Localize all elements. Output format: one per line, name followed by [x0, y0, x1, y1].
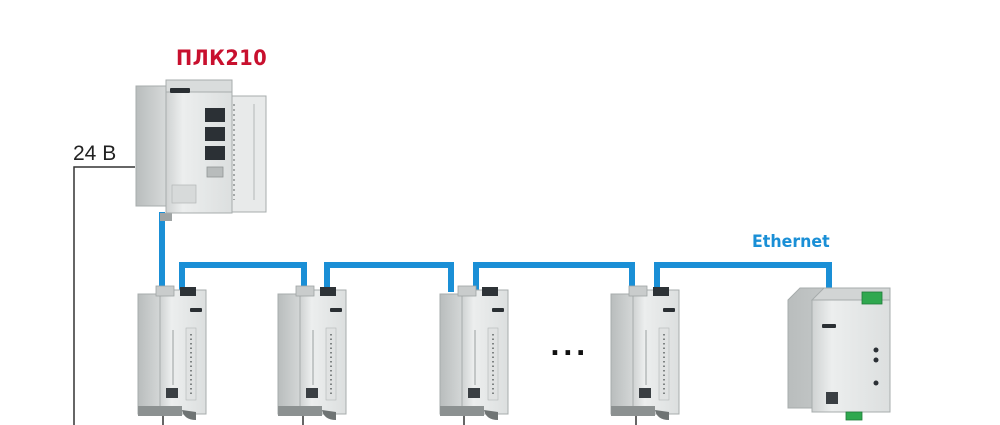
ethernet-label: Ethernet [752, 232, 830, 252]
rj45-port-icon [205, 108, 225, 122]
plc-controller [135, 79, 267, 221]
module-logo-icon [663, 308, 675, 312]
usb-port-icon [206, 166, 224, 178]
module-logo-icon [330, 308, 342, 312]
module-logo-icon [190, 308, 202, 312]
io-module [277, 285, 347, 420]
more-modules-ellipsis: ... [550, 332, 589, 362]
io-module [610, 285, 680, 420]
rj45-port-icon [205, 146, 225, 160]
qr-code-icon [468, 388, 480, 398]
qr-code-icon [826, 392, 838, 404]
plc-logo-icon [170, 88, 190, 93]
rj45-port-icon [205, 127, 225, 141]
plc-label: ПЛК210 [176, 46, 268, 70]
unit-logo-icon [822, 324, 836, 328]
io-module [439, 285, 509, 420]
qr-code-icon [639, 388, 651, 398]
power-supply-unit [787, 287, 891, 421]
module-logo-icon [492, 308, 504, 312]
led-indicator-icon [873, 347, 879, 353]
qr-code-icon [166, 388, 178, 398]
io-module [137, 285, 207, 420]
terminal-block-icon [845, 411, 863, 421]
qr-code-icon [306, 388, 318, 398]
terminal-block-icon [861, 291, 883, 305]
led-indicator-icon [873, 380, 879, 386]
ethernet-cabling [159, 212, 832, 292]
led-indicator-icon [873, 357, 879, 363]
voltage-label: 24 В [73, 142, 117, 165]
